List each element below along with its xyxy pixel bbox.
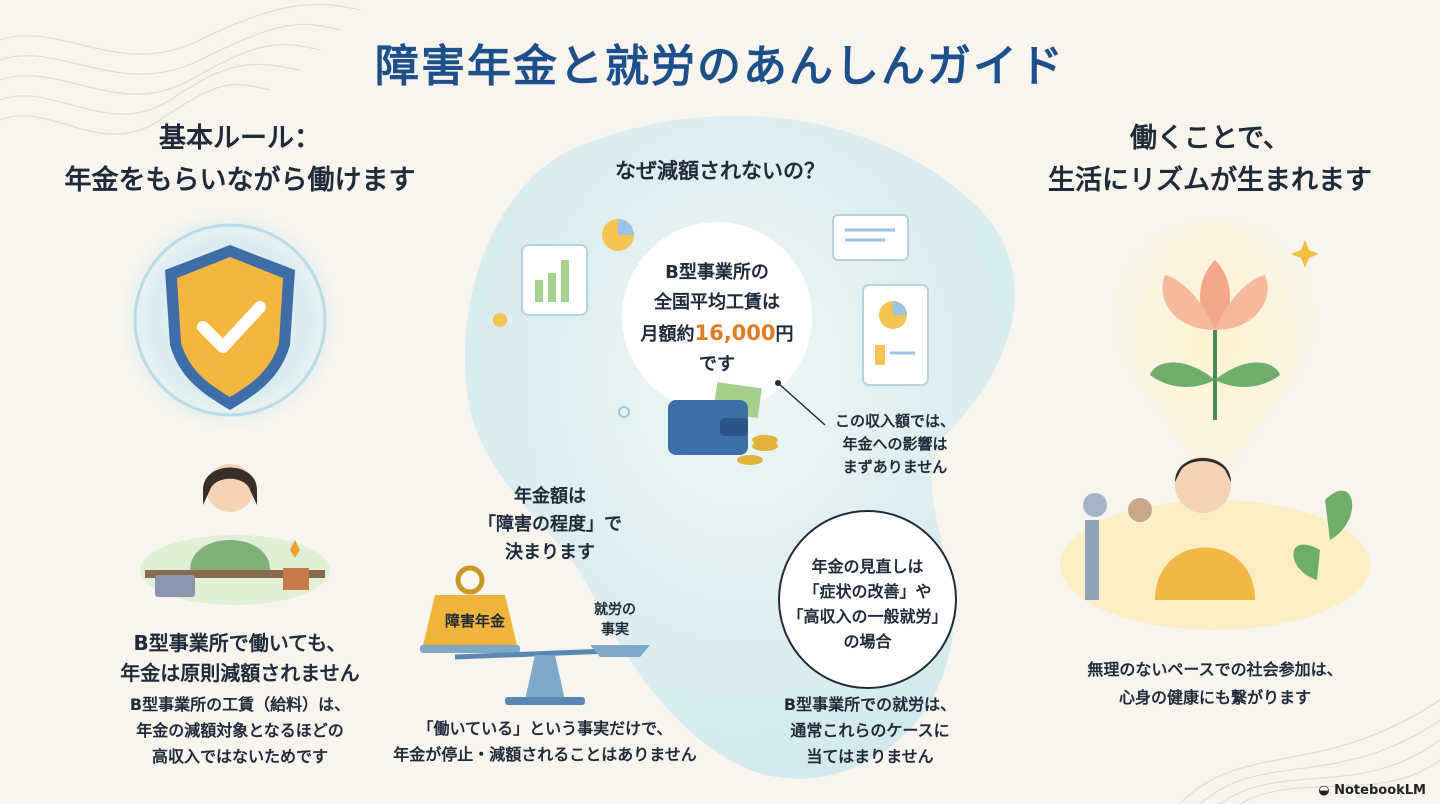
review-line-1: 年金の見直しは — [811, 557, 924, 576]
left-heading: 基本ルール： 年金をもらいながら働けます — [30, 118, 450, 202]
wage-amount: 16,000 — [694, 321, 776, 345]
review-line-3: 「高収入の一般就労」 — [787, 607, 948, 626]
wage-prefix: 月額約 — [640, 324, 695, 345]
review-line-4: の場合 — [843, 632, 892, 651]
right-heading-line-2: 生活にリズムが生まれます — [1048, 165, 1372, 196]
review-note-line-1: B型事業所での就労は、 — [783, 695, 957, 714]
wage-bubble — [622, 222, 812, 412]
woman-working-illustration — [140, 464, 330, 605]
wage-text: B型事業所の 全国平均工賃は 月額約16,000円 です — [622, 258, 812, 380]
review-line-2: 「症状の改善」や — [803, 582, 932, 601]
income-note-line-3: まずありません — [842, 458, 948, 476]
light-label-line-1: 就労の — [594, 602, 636, 618]
right-desc-line-2: 心身の健康にも繋がります — [1118, 688, 1311, 707]
scale-title-line-3: 決まります — [505, 542, 595, 563]
center-icons — [493, 214, 929, 418]
review-note-line-3: 当てはまりません — [806, 747, 934, 766]
left-heading-line-2: 年金をもらいながら働けます — [64, 165, 416, 196]
left-sub-line-2: 年金は原則減額されません — [120, 661, 360, 685]
scale-title: 年金額は 「障害の程度」で 決まります — [450, 483, 650, 567]
scale-title-line-2: 「障害の程度」で — [478, 514, 622, 535]
page-title: 障害年金と就労のあんしんガイド — [375, 41, 1065, 92]
income-note: この収入額では、 年金への影響は まずありません — [820, 410, 970, 479]
scale-title-line-1: 年金額は — [514, 486, 586, 507]
review-text: 年金の見直しは 「症状の改善」や 「高収入の一般就労」 の場合 — [780, 554, 955, 654]
left-desc-line-1: B型事業所の工賃（給料）は、 — [129, 695, 351, 714]
left-desc-line-3: 高収入ではないためです — [151, 747, 328, 766]
logo-icon: ◒ — [1318, 783, 1335, 798]
notebooklm-logo: ◒ NotebookLM — [1318, 783, 1426, 798]
weight-label: 障害年金 — [444, 612, 505, 630]
wage-unit: 円 — [775, 324, 794, 345]
center-heading: なぜ減額されないの？ — [615, 159, 825, 183]
income-note-line-2: 年金への影響は — [842, 435, 948, 453]
scale-caption: 「働いている」という事実だけで、 年金が停止・減額されることはありません — [375, 716, 715, 768]
income-note-line-1: この収入額では、 — [834, 412, 955, 430]
logo-text: NotebookLM — [1334, 783, 1426, 798]
scale-caption-line-1: 「働いている」という事実だけで、 — [417, 719, 673, 738]
scale-caption-line-2: 年金が停止・減額されることはありません — [393, 745, 697, 764]
light-label: 就労の 事実 — [575, 600, 655, 640]
left-sub-line-1: B型事業所で働いても、 — [133, 631, 347, 655]
right-heading: 働くことで、 生活にリズムが生まれます — [1005, 118, 1415, 202]
wage-line-3: 月額約16,000円 — [622, 318, 812, 350]
left-desc-line-2: 年金の減額対象となるほどの — [136, 721, 344, 740]
right-heading-line-1: 働くことで、 — [1129, 123, 1291, 154]
left-subheading: B型事業所で働いても、 年金は原則減額されません — [60, 628, 420, 688]
wage-line-4: です — [699, 354, 735, 375]
flower-growth-illustration — [1060, 220, 1370, 630]
light-label-line-2: 事実 — [601, 622, 629, 638]
right-desc-line-1: 無理のないペースでの社会参加は、 — [1087, 660, 1343, 679]
shield-icon — [120, 215, 340, 430]
wallet-icon — [668, 380, 826, 465]
review-note-line-2: 通常これらのケースに — [790, 721, 950, 740]
right-description: 無理のないペースでの社会参加は、 心身の健康にも繋がります — [1040, 656, 1390, 712]
left-description: B型事業所の工賃（給料）は、 年金の減額対象となるほどの 高収入ではないためです — [60, 692, 420, 770]
left-heading-line-1: 基本ルール： — [159, 123, 321, 154]
balance-scale-illustration — [420, 565, 650, 705]
review-note: B型事業所での就労は、 通常これらのケースに 当てはまりません — [770, 692, 970, 770]
review-circle — [778, 510, 957, 689]
wage-line-2: 全国平均工賃は — [654, 292, 780, 313]
wage-line-1: B型事業所の — [665, 262, 769, 283]
